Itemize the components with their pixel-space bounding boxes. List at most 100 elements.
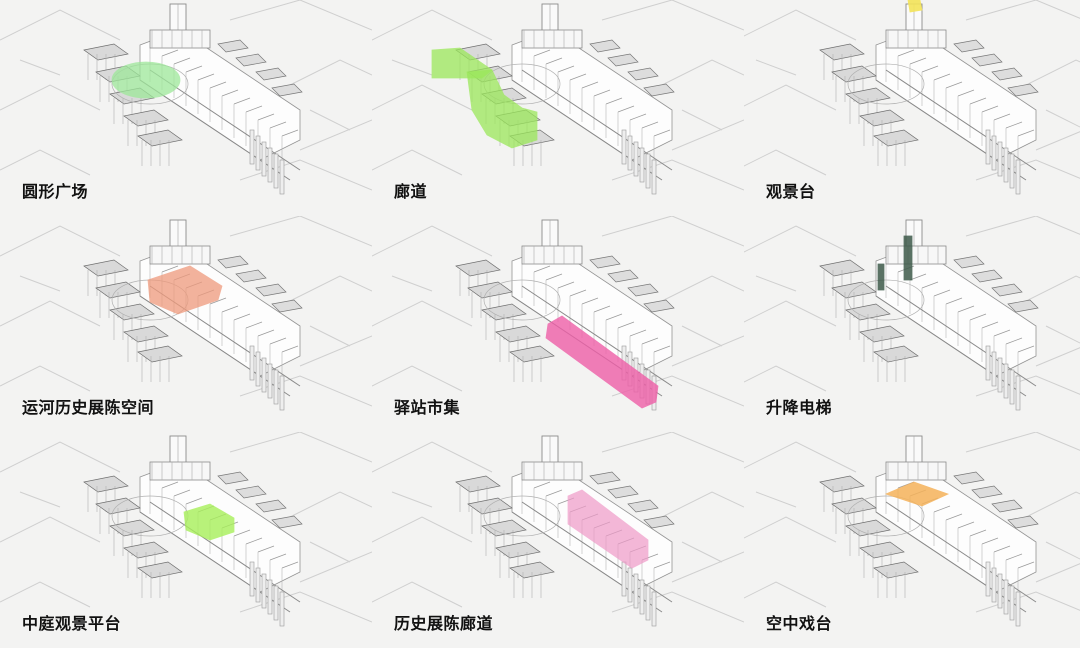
context-block-outline <box>1035 563 1080 583</box>
upper-hall <box>149 461 211 481</box>
building-group <box>372 0 744 195</box>
context-block-outline <box>299 119 372 151</box>
pier <box>249 561 255 597</box>
program-highlight <box>147 265 223 315</box>
pier <box>279 375 285 411</box>
truss-line <box>641 121 659 129</box>
market-highlight <box>545 315 659 409</box>
pier <box>273 153 279 189</box>
truss-line <box>921 65 939 73</box>
truss-line <box>257 545 275 553</box>
context-block-outline <box>19 59 61 76</box>
context-block-outline <box>744 581 827 608</box>
truss-line <box>245 537 263 545</box>
canopy-roof <box>255 283 287 297</box>
truss-line <box>569 73 587 81</box>
context-block-outline <box>681 325 723 347</box>
building-group <box>0 216 372 411</box>
pier <box>985 561 991 597</box>
canopy-roof <box>991 283 1023 297</box>
panel-label: 廊道 <box>394 182 428 201</box>
canopy-roof <box>831 65 877 83</box>
panel-post-station-market: 驿站市集 <box>372 216 744 432</box>
context-block-outline <box>651 275 744 307</box>
upper-hall <box>149 245 211 265</box>
truss-line <box>593 89 611 97</box>
truss-line <box>617 321 635 329</box>
pier <box>1003 147 1009 183</box>
plaza-outline <box>847 63 925 105</box>
context-block-outline <box>239 159 372 191</box>
context-block-outline <box>611 591 744 623</box>
canopy-roof <box>95 281 141 299</box>
context-block-outline <box>19 491 61 508</box>
canopy-roof <box>845 87 891 105</box>
canopy-roof <box>455 475 501 493</box>
pier <box>261 573 267 609</box>
canopy-roof <box>1007 299 1039 313</box>
canopy-roof <box>589 255 621 269</box>
truss-line <box>605 97 623 105</box>
canopy-roof <box>109 303 155 321</box>
upper-hall <box>149 29 211 49</box>
truss-line <box>545 489 563 497</box>
truss-line <box>1005 337 1023 345</box>
context-block-outline <box>744 84 837 111</box>
canopy-roof <box>831 281 877 299</box>
truss-line <box>233 97 251 105</box>
truss-line <box>569 289 587 297</box>
program-highlight <box>884 481 950 507</box>
context-block-outline <box>372 84 473 111</box>
viewing-deck-highlight <box>907 0 923 13</box>
pier <box>1015 375 1021 411</box>
panel-label: 升降电梯 <box>766 398 833 417</box>
pier <box>633 141 639 177</box>
context-block-outline <box>671 119 744 151</box>
truss-line <box>933 289 951 297</box>
pier <box>267 579 273 615</box>
axonometric-drawing <box>744 216 1080 411</box>
pier <box>1003 363 1009 399</box>
context-block-outline <box>372 365 463 392</box>
context-block-outline <box>975 591 1080 613</box>
canopy-roof <box>467 281 513 299</box>
pier <box>267 363 273 399</box>
context-block-outline <box>229 0 372 31</box>
rail-line <box>885 501 1037 603</box>
building-group <box>744 0 1080 195</box>
canopy-roof <box>627 283 659 297</box>
truss-line <box>969 529 987 537</box>
canopy-roof <box>495 541 541 559</box>
canopy-roof <box>217 39 249 53</box>
canopy-roof <box>455 259 501 277</box>
building-group <box>0 432 372 627</box>
truss-line <box>161 481 179 489</box>
canopy-roof <box>859 325 905 343</box>
canopy-roof <box>589 39 621 53</box>
context-block-outline <box>601 0 744 31</box>
context-block-outline <box>391 491 433 508</box>
pier <box>1009 369 1015 405</box>
truss-line <box>1017 345 1035 353</box>
truss-line <box>269 121 287 129</box>
axonometric-drawing <box>372 432 744 627</box>
context-block-outline <box>0 516 101 543</box>
pier <box>985 345 991 381</box>
truss-line <box>545 57 563 65</box>
pier <box>249 345 255 381</box>
canopy-roof <box>627 499 659 513</box>
canopy-roof <box>123 109 169 127</box>
program-highlight <box>183 503 235 541</box>
upper-hall <box>521 245 583 265</box>
truss-line <box>921 281 939 289</box>
context-block-outline <box>391 275 433 292</box>
context-block-outline <box>681 541 723 563</box>
context-block-outline <box>1015 59 1080 91</box>
context-block-outline <box>651 59 744 91</box>
context-block-outline <box>744 149 827 176</box>
program-highlight <box>111 61 181 99</box>
truss-line <box>533 49 551 57</box>
context-block-outline <box>372 441 493 473</box>
truss-line <box>257 329 275 337</box>
upper-hall <box>885 461 947 481</box>
